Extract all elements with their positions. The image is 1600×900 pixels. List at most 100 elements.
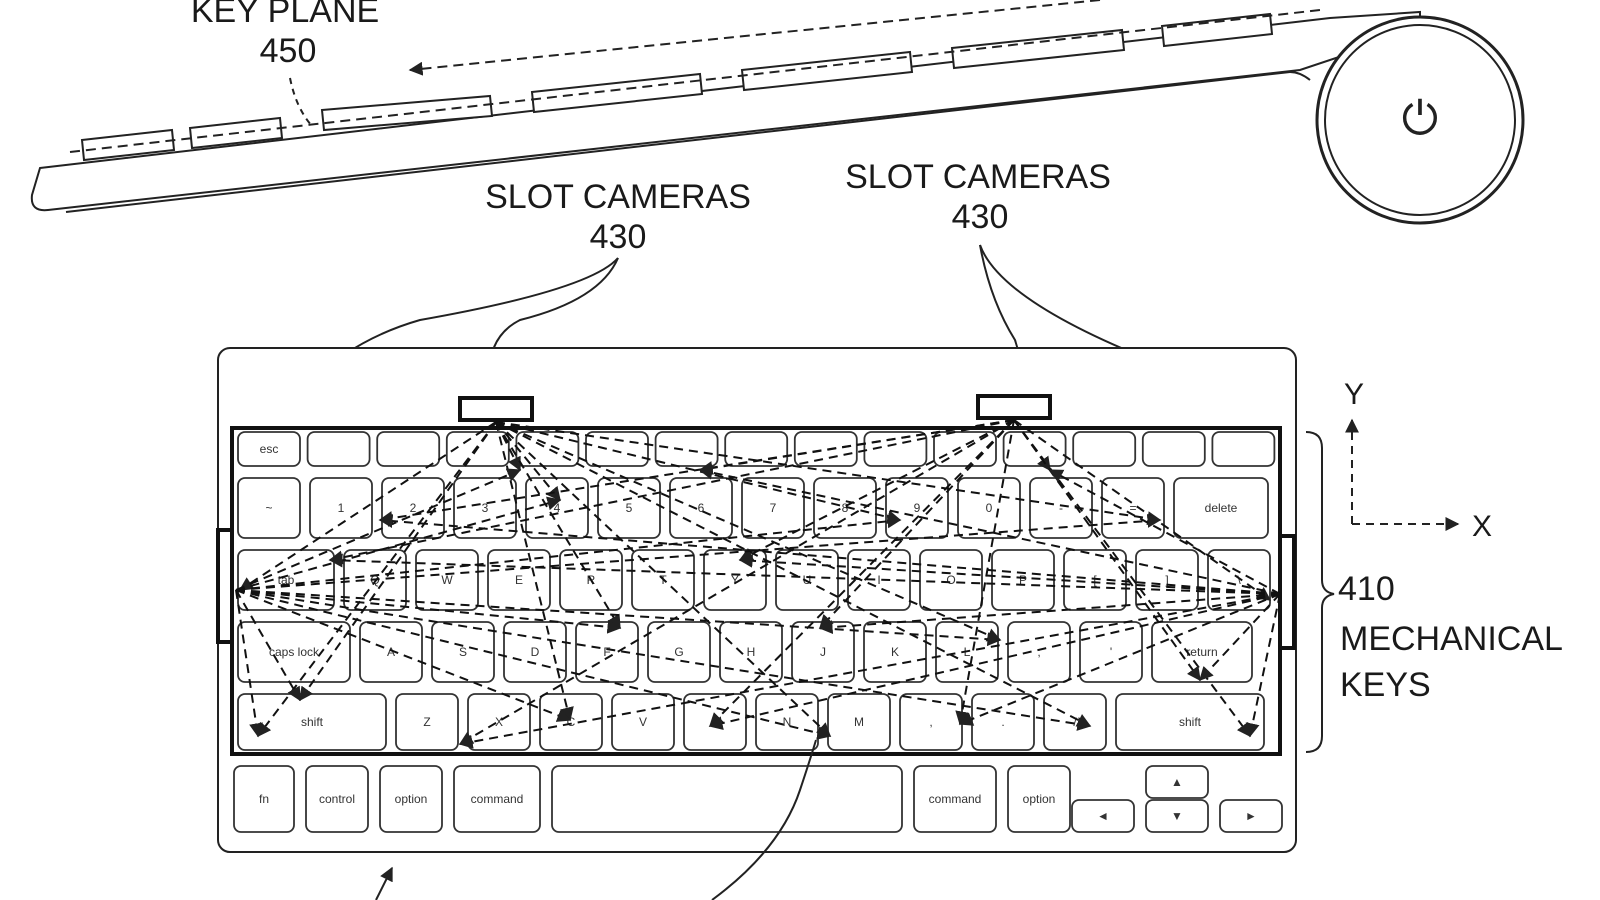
number-key[interactable]: 1 [309, 477, 373, 539]
number-key[interactable]: 7 [741, 477, 805, 539]
arrow-right-key[interactable]: ► [1219, 799, 1283, 833]
number-key[interactable]: 6 [669, 477, 733, 539]
letter-key[interactable]: . [971, 693, 1035, 751]
letter-key[interactable]: ; [1007, 621, 1071, 683]
key-plane-label: KEY PLANE [191, 0, 379, 30]
arrow-left-key[interactable]: ◄ [1071, 799, 1135, 833]
letter-key[interactable]: M [827, 693, 891, 751]
number-key[interactable]: = [1101, 477, 1165, 539]
letter-key[interactable]: C [539, 693, 603, 751]
letter-key[interactable]: , [899, 693, 963, 751]
fn-key[interactable] [793, 431, 858, 467]
letter-key[interactable]: X [467, 693, 531, 751]
letter-key[interactable]: caps lock [237, 621, 351, 683]
sightline-arrow [235, 468, 522, 591]
modifier-key[interactable]: control [305, 765, 369, 833]
letter-key[interactable]: W [415, 549, 479, 611]
number-key[interactable]: ~ [237, 477, 301, 539]
fn-key[interactable] [1072, 431, 1137, 467]
slot-cameras-left-ref: 430 [590, 218, 647, 256]
arrow-up-key[interactable]: ▲ [1145, 765, 1209, 799]
key-cap [306, 431, 371, 467]
letter-key[interactable]: H [719, 621, 783, 683]
key-cap [933, 431, 997, 467]
key-cap [654, 431, 719, 467]
letter-key[interactable]: N [755, 693, 819, 751]
key-cap [1079, 621, 1143, 683]
key-cap [431, 621, 495, 683]
key-cap [1071, 799, 1135, 833]
letter-key[interactable]: A [359, 621, 423, 683]
fn-key[interactable]: esc [237, 431, 301, 467]
fn-key[interactable] [933, 431, 997, 467]
sightline-arrow [328, 419, 1015, 565]
sightline-arrow [1048, 469, 1281, 595]
letter-key[interactable]: U [775, 549, 839, 611]
letter-key[interactable]: D [503, 621, 567, 683]
mechanical-keys-ref: 410 [1338, 570, 1395, 608]
key-label: option [1023, 792, 1056, 806]
letter-key[interactable]: shift [237, 693, 387, 751]
fn-key[interactable] [654, 431, 719, 467]
modifier-key[interactable]: option [379, 765, 443, 833]
slot-camera-right [1278, 534, 1296, 650]
modifier-key[interactable]: command [453, 765, 541, 833]
letter-key[interactable]: E [487, 549, 551, 611]
fn-key[interactable] [1211, 431, 1276, 467]
key-cap [453, 765, 541, 833]
arrow-down-key[interactable]: ▼ [1145, 799, 1209, 833]
modifier-key[interactable]: option [1007, 765, 1071, 833]
number-key[interactable]: 3 [453, 477, 517, 539]
key-label: return [1186, 645, 1217, 659]
letter-key[interactable]: shift [1115, 693, 1265, 751]
sightline-arrow [708, 593, 1281, 730]
letter-key[interactable]: O [919, 549, 983, 611]
number-key[interactable]: 9 [885, 477, 949, 539]
key-label: ▲ [1171, 775, 1183, 789]
key-label: 2 [410, 501, 417, 515]
letter-key[interactable]: S [431, 621, 495, 683]
letter-key[interactable]: [ [1063, 549, 1127, 611]
camera-sightlines [235, 419, 1281, 749]
key-cap [597, 477, 661, 539]
key-label: S [459, 645, 467, 659]
key-label: ' [1110, 645, 1112, 659]
modifier-key[interactable]: fn [233, 765, 295, 833]
number-key[interactable]: 0 [957, 477, 1021, 539]
key-cap [515, 431, 580, 467]
fn-key[interactable] [515, 431, 580, 467]
number-key[interactable]: delete [1173, 477, 1269, 539]
letter-key[interactable]: ' [1079, 621, 1143, 683]
sightline-arrow [495, 421, 561, 502]
letter-key[interactable]: V [611, 693, 675, 751]
letter-key[interactable]: ] [1135, 549, 1199, 611]
keyboard-side-view [30, 9, 1421, 213]
letter-key[interactable]: \ [1207, 549, 1271, 611]
letter-key[interactable]: tab [237, 549, 335, 611]
modifier-key[interactable]: command [913, 765, 997, 833]
letter-key[interactable]: / [1043, 693, 1107, 751]
key-label: - [1059, 501, 1063, 515]
fn-key[interactable] [1141, 431, 1206, 467]
key-label: C [567, 715, 576, 729]
key-cap [237, 477, 301, 539]
axis-indicator [1345, 418, 1460, 531]
fn-key[interactable] [306, 431, 371, 467]
key-label: esc [260, 442, 279, 456]
fn-key[interactable] [585, 431, 649, 467]
key-label: , [929, 715, 932, 729]
letter-key[interactable]: I [847, 549, 911, 611]
slot-camera-top-right [976, 394, 1052, 420]
fn-key[interactable] [376, 431, 441, 467]
letter-key[interactable]: Y [703, 549, 767, 611]
space-bar[interactable] [551, 765, 903, 833]
letter-key[interactable]: P [991, 549, 1055, 611]
number-key[interactable]: 5 [597, 477, 661, 539]
letter-key[interactable]: G [647, 621, 711, 683]
letter-key[interactable]: Z [395, 693, 459, 751]
key-cap [237, 621, 351, 683]
sightline-arrow [1199, 593, 1281, 682]
key-label: A [387, 645, 395, 659]
key-plane-leader [289, 77, 313, 127]
